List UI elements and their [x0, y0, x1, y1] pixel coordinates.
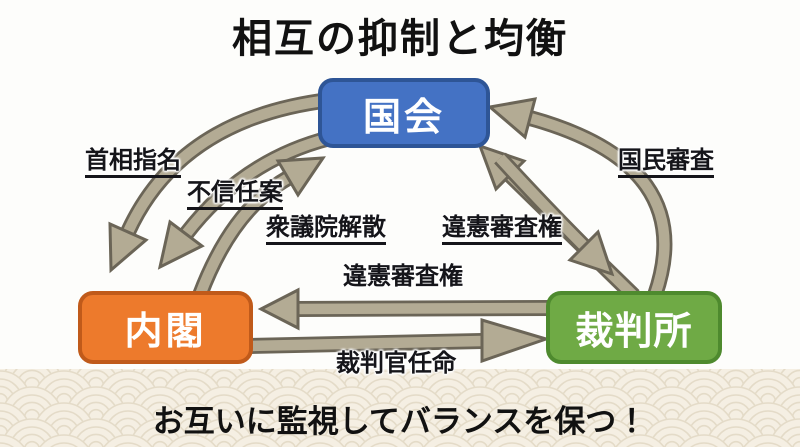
arrow-cabinet-to-court-judge-appointment: [249, 317, 551, 364]
arrow-diet-to-cabinet-no-confidence: [157, 130, 332, 270]
edge-label-judicial-review-cabinet: 違憲審査権: [343, 263, 463, 290]
footer-caption: お互いに監視してバランスを保つ！: [152, 404, 648, 439]
edge-label-no-confidence: 不信任案: [187, 179, 283, 211]
node-diet-label: 国会: [362, 96, 445, 139]
node-court-box: 裁判所: [546, 291, 722, 364]
node-diet-box: 国会: [318, 78, 490, 148]
arrow-court-to-cabinet-judicial-review: [257, 287, 553, 331]
edge-label-judge-appointment: 裁判官任命: [336, 350, 456, 377]
edge-label-pm-nomination: 首相指名: [85, 147, 181, 179]
edge-label-judicial-review-diet: 違憲審査権: [442, 214, 562, 246]
arrow-court-to-diet-national-review: [486, 97, 673, 298]
edge-label-dissolution: 衆議院解散: [266, 214, 386, 246]
arrow-diet-to-court: [494, 152, 615, 277]
edge-label-national-review: 国民審査: [618, 147, 714, 179]
wave-pattern-band: [0, 369, 800, 447]
arrow-cabinet-to-diet-dissolution: [192, 156, 326, 298]
arrow-diet-to-cabinet-pm-nomination: [108, 92, 331, 274]
page-title: 相互の抑制と均衡: [232, 17, 568, 61]
node-court-label: 裁判所: [575, 311, 693, 353]
node-cabinet-label: 内閣: [124, 311, 207, 353]
node-cabinet-box: 内閣: [78, 291, 253, 364]
